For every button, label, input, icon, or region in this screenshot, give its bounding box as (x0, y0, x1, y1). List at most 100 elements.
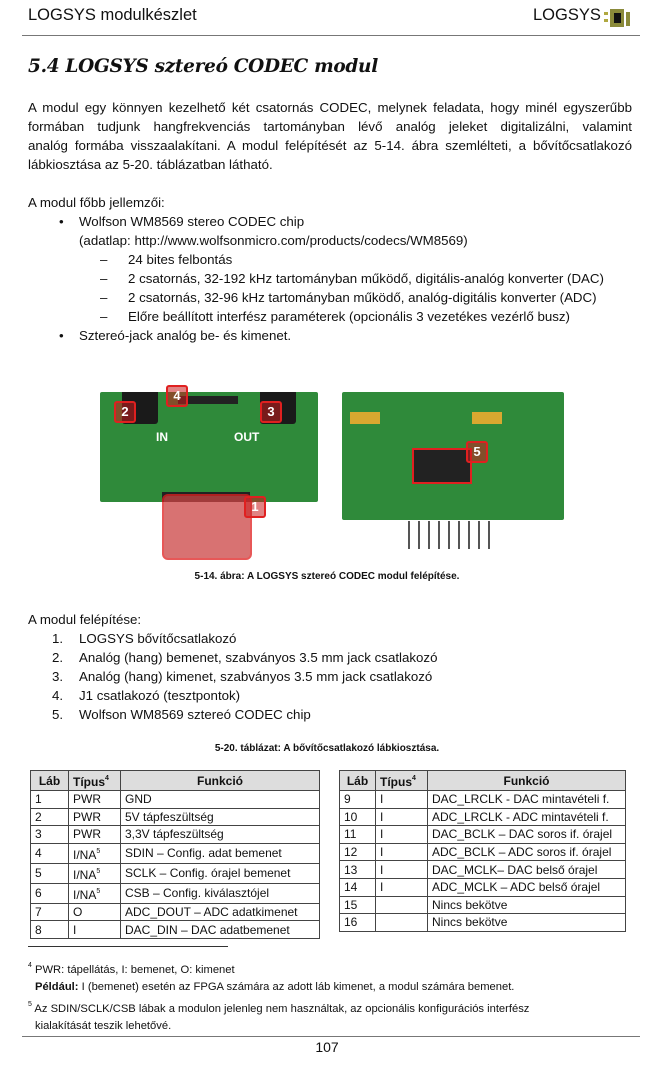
type-value: I/NA (73, 887, 97, 902)
features-heading: A modul főbb jellemzői: (28, 195, 165, 210)
header-type: Típus4 (68, 770, 121, 791)
pin-cell: 8 (30, 920, 69, 939)
type-cell: PWR (68, 825, 121, 844)
header-type-label: Típus (73, 775, 105, 789)
pin-cell: 2 (30, 807, 69, 827)
list-number: 2. (52, 650, 64, 665)
type-value: I (380, 827, 384, 842)
type-cell: PWR (68, 807, 121, 827)
footer-rule (22, 1036, 640, 1037)
pin-cell: 11 (339, 825, 376, 844)
feature-subitem: Előre beállított interfész paraméterek (… (128, 309, 570, 324)
list-item: LOGSYS bővítőcsatlakozó (79, 631, 237, 646)
function-cell: Nincs bekötve (427, 913, 626, 932)
intro-line: lábkiosztása az 5-20. táblázatban láthat… (28, 157, 273, 172)
feature-item: Sztereó-jack analóg be- és kimenet. (79, 328, 292, 343)
type-cell: I (375, 790, 428, 809)
list-item: Wolfson WM8569 sztereó CODEC chip (79, 707, 311, 722)
intro-line: analóg formába visszaalakítani. A modul … (28, 138, 632, 153)
pin-cell: 6 (30, 882, 69, 904)
footnote-example: I (bemenet) esetén az FPGA számára az ad… (78, 981, 515, 993)
header-rule (22, 35, 640, 36)
type-cell: PWR (68, 790, 121, 809)
type-cell: I/NA5 (68, 882, 121, 904)
bullet-icon: • (59, 214, 64, 229)
function-cell: ADC_MCLK – ADC belső órajel (427, 877, 626, 897)
header-type: Típus4 (375, 770, 428, 791)
footnote-5: Az SDIN/SCLK/CSB lábak a modulon jelenle… (34, 1003, 530, 1015)
type-value: I (380, 862, 384, 877)
pin-cell: 16 (339, 913, 376, 932)
type-value: O (73, 905, 83, 920)
footnote-marker: 4 (28, 962, 32, 969)
function-cell: DAC_LRCLK - DAC mintavételi f. (427, 790, 626, 809)
pin-cell: 1 (30, 790, 69, 809)
feature-subitem: 24 bites felbontás (128, 252, 233, 267)
type-cell: I (375, 877, 428, 897)
type-value: I (380, 809, 384, 824)
function-cell: DAC_MCLK– DAC belső órajel (427, 860, 626, 879)
function-cell: ADC_BCLK – ADC soros if. órajel (427, 842, 626, 862)
header-pin: Láb (339, 770, 376, 791)
type-value: I/NA (73, 867, 97, 882)
table-row: 16 Nincs bekötve (339, 913, 626, 932)
pin-cell: 10 (339, 807, 376, 827)
function-cell: Nincs bekötve (427, 895, 626, 915)
function-cell: 3,3V tápfeszültség (120, 825, 320, 844)
type-cell: I/NA5 (68, 842, 121, 864)
label-1: 1 (244, 496, 266, 518)
footnote-example-label: Például: (35, 981, 79, 993)
type-value: I (73, 922, 77, 937)
type-cell: I (375, 860, 428, 879)
expansion-connector (162, 494, 252, 560)
pin-cell: 12 (339, 842, 376, 862)
pin-cell: 9 (339, 790, 376, 809)
type-value: I (380, 845, 384, 860)
footnote-rule (28, 946, 228, 947)
type-value: I/NA (73, 847, 97, 862)
figure-caption: 5-14. ábra: A LOGSYS sztereó CODEC modul… (194, 571, 460, 582)
footnote-marker: 4 (105, 775, 109, 782)
footnotes: 4 PWR: tápellátás, I: bemenet, O: kimene… (28, 957, 638, 1035)
function-cell: ADC_DOUT – ADC adatkimenet (120, 902, 320, 922)
type-cell (375, 895, 428, 915)
out-label: OUT (234, 430, 260, 444)
list-item: Analóg (hang) bemenet, szabványos 3.5 mm… (79, 650, 438, 665)
features-list: • Wolfson WM8569 stereo CODEC chip (adatl… (59, 212, 639, 345)
header-function: Funkció (120, 770, 320, 791)
datasheet-link[interactable]: (adatlap: http://www.wolfsonmicro.com/pr… (79, 233, 468, 248)
feature-subitem: 2 csatornás, 32-96 kHz tartományban műkö… (128, 290, 597, 305)
label-4: 4 (166, 385, 188, 407)
list-number: 4. (52, 688, 64, 703)
type-cell: I (375, 807, 428, 827)
table-caption: 5-20. táblázat: A bővítőcsatlakozó lábki… (214, 743, 440, 754)
function-cell: ADC_LRCLK - ADC mintavételi f. (427, 807, 626, 827)
pcb-bottom-view (342, 392, 564, 520)
type-cell: O (68, 902, 121, 922)
list-item: J1 csatlakozó (tesztpontok) (79, 688, 241, 703)
pin-cell: 5 (30, 862, 69, 884)
function-cell: CSB – Config. kiválasztójel (120, 882, 320, 904)
type-cell: I (375, 825, 428, 844)
feature-item: Wolfson WM8569 stereo CODEC chip (79, 214, 305, 229)
structure-heading: A modul felépítése: (28, 612, 142, 627)
function-cell: DAC_DIN – DAC adatbemenet (120, 920, 320, 939)
type-cell (375, 913, 428, 932)
footnote-marker: 5 (96, 847, 101, 855)
table-row: 12 I ADC_BCLK – ADC soros if. órajel (339, 842, 626, 862)
bullet-icon: • (59, 328, 64, 343)
